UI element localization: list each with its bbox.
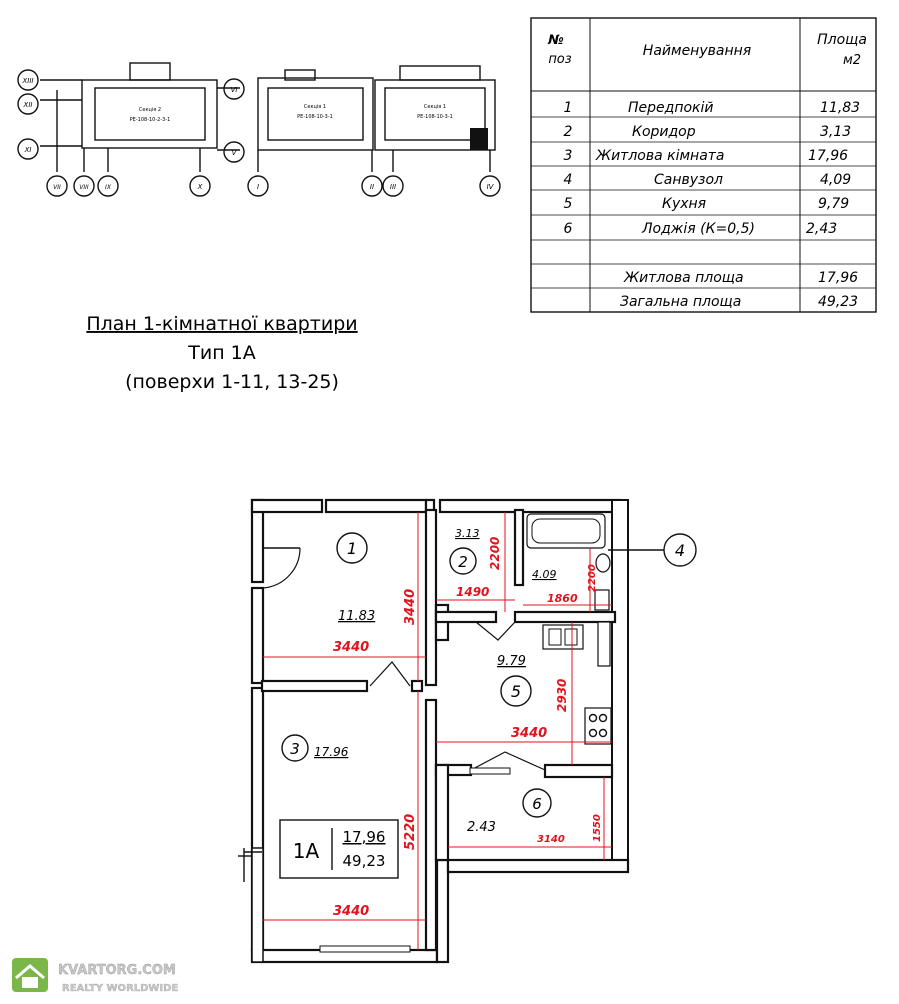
watermark-tagline: REALTY WORLDWIDE bbox=[62, 983, 178, 994]
room-area: 3.13 bbox=[455, 527, 480, 540]
room-number: 4 bbox=[675, 541, 685, 560]
svg-text:Секція 1: Секція 1 bbox=[304, 104, 326, 110]
table-total-name: Житлова площа bbox=[623, 270, 744, 286]
watermark-brand: KVARTORG.COM bbox=[58, 963, 176, 978]
room-number: 5 bbox=[511, 682, 521, 701]
table-cell-name: Житлова кімната bbox=[595, 148, 725, 164]
table-cell-area: 2,43 bbox=[806, 221, 837, 237]
dimension-label: 1490 bbox=[456, 585, 489, 599]
table-cell-area: 11,83 bbox=[820, 100, 860, 116]
key-plan: Секція 2 РЕ-108-10-2-3-1 Секція 1 РЕ-108… bbox=[40, 62, 496, 172]
room-number: 2 bbox=[458, 553, 468, 571]
table-total-name: Загальна площа bbox=[620, 294, 741, 310]
axis-label: IV bbox=[487, 183, 495, 191]
table-header-pos: поз bbox=[548, 52, 571, 67]
axis-label: II bbox=[370, 183, 374, 191]
room-number: 3 bbox=[290, 740, 300, 758]
table-cell-area: 17,96 bbox=[808, 148, 848, 164]
axis-label: VI bbox=[231, 86, 238, 94]
table-cell-name: Лоджія (К=0,5) bbox=[641, 221, 755, 237]
svg-text:Секція 1: Секція 1 bbox=[424, 104, 446, 110]
table-cell-name: Санвузол bbox=[654, 172, 723, 188]
table-cell-area: 9,79 bbox=[818, 196, 849, 212]
table-cell-name: Коридор bbox=[632, 124, 696, 140]
dimension-label: 3440 bbox=[333, 904, 369, 919]
room-number: 1 bbox=[347, 539, 357, 558]
dimension-label: 1550 bbox=[592, 814, 603, 842]
room-area: 2.43 bbox=[467, 820, 496, 835]
explication-table: № поз Найменування Площа м2 1 Передпокій… bbox=[530, 17, 877, 313]
table-header-unit: м2 bbox=[843, 53, 861, 68]
table-header-num: № bbox=[547, 33, 564, 48]
dimension-label: 2200 bbox=[587, 564, 598, 592]
plan-floors: (поверхи 1-11, 13-25) bbox=[125, 371, 339, 393]
plan-heading: План 1-кімнатної квартири Тип 1А (поверх… bbox=[86, 313, 357, 393]
dimension-label: 3140 bbox=[537, 834, 565, 845]
plan-type: Тип 1А bbox=[187, 342, 256, 364]
table-cell-name: Кухня bbox=[662, 196, 706, 212]
stamp-total-area: 49,23 bbox=[343, 852, 386, 870]
dimension-label: 3440 bbox=[511, 726, 547, 741]
room-area: 9.79 bbox=[497, 654, 526, 669]
table-header-area: Площа bbox=[817, 32, 867, 48]
svg-text:РЕ-108-10-3-1: РЕ-108-10-3-1 bbox=[297, 114, 333, 120]
room-area: 17.96 bbox=[314, 745, 349, 759]
axis-label: III bbox=[390, 183, 396, 191]
table-cell-area: 3,13 bbox=[820, 124, 851, 140]
axis-label: VIII bbox=[79, 184, 89, 191]
table-total-area: 49,23 bbox=[818, 294, 858, 310]
plan-title: План 1-кімнатної квартири bbox=[86, 313, 357, 335]
axis-markers: XIII XII XI VII VIII IX X VI V I II III … bbox=[17, 69, 501, 197]
stamp-type: 1А bbox=[293, 839, 320, 863]
svg-text:Секція 2: Секція 2 bbox=[139, 107, 161, 113]
dimension-label: 1860 bbox=[547, 592, 578, 605]
table-cell-num: 4 bbox=[564, 172, 573, 188]
axis-label: XI bbox=[24, 146, 32, 154]
table-cell-num: 5 bbox=[564, 196, 573, 212]
axis-label: IX bbox=[105, 184, 112, 191]
table-cell-num: 6 bbox=[564, 221, 573, 237]
svg-text:РЕ-108-10-2-3-1: РЕ-108-10-2-3-1 bbox=[130, 117, 171, 123]
dimension-label: 2200 bbox=[488, 537, 502, 570]
table-cell-num: 1 bbox=[564, 100, 573, 116]
dimension-label: 3440 bbox=[333, 640, 369, 655]
table-cell-num: 2 bbox=[564, 124, 573, 140]
room-area: 4.09 bbox=[532, 568, 557, 581]
axis-label: X bbox=[197, 183, 203, 191]
table-header-name: Найменування bbox=[643, 43, 751, 59]
dimension-label: 3440 bbox=[403, 589, 418, 625]
dimension-label: 5220 bbox=[403, 814, 418, 850]
room-number: 6 bbox=[532, 795, 542, 813]
table-cell-area: 4,09 bbox=[820, 172, 851, 188]
axis-label: XII bbox=[23, 101, 33, 109]
dimension-label: 2930 bbox=[555, 679, 569, 712]
axis-label: XIII bbox=[22, 77, 34, 85]
table-cell-num: 3 bbox=[564, 148, 573, 164]
stamp-living-area: 17,96 bbox=[343, 828, 386, 846]
axis-label: VII bbox=[53, 184, 61, 191]
apartment-plan: 1 2 3 4 5 6 11.83 3.13 17.96 4.09 9.79 2… bbox=[238, 498, 697, 964]
room-area: 11.83 bbox=[338, 609, 375, 624]
axis-label: I bbox=[257, 183, 259, 191]
axis-label: V bbox=[232, 149, 238, 157]
svg-text:РЕ-108-10-3-1: РЕ-108-10-3-1 bbox=[417, 114, 453, 120]
watermark: KVARTORG.COM REALTY WORLDWIDE bbox=[12, 958, 179, 994]
table-total-area: 17,96 bbox=[818, 270, 858, 286]
table-cell-name: Передпокій bbox=[628, 100, 713, 116]
